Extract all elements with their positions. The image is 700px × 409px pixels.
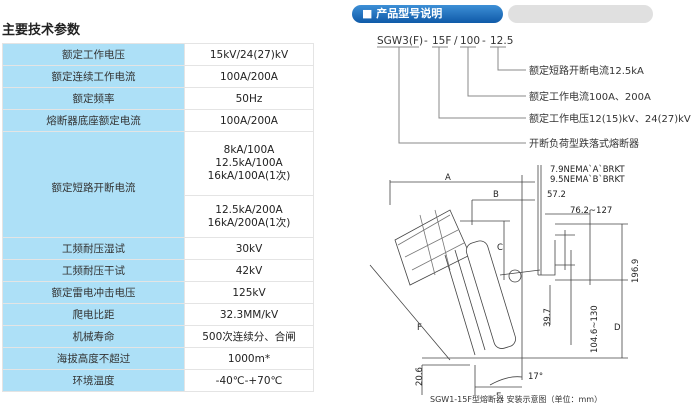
dim-F: F xyxy=(417,323,422,333)
dim-196-9: 196.9 xyxy=(631,259,641,283)
value-line: 8kA/100A xyxy=(223,144,275,156)
svg-text:-: - xyxy=(482,35,486,47)
specs-title: 主要技术参数 xyxy=(2,23,81,38)
dim-57-2: 57.2 xyxy=(547,190,566,200)
param-name: 海拔高度不超过 xyxy=(2,347,185,370)
param-name: 额定短路开断电流 xyxy=(2,131,185,238)
param-value: 32.3MM/kV xyxy=(184,303,314,326)
code-breaking: 12.5 xyxy=(490,35,513,47)
dim-20-6: 20.6 xyxy=(415,367,425,386)
param-value: -40℃-+70℃ xyxy=(184,369,314,392)
param-name: 工频耐压湿试 xyxy=(2,237,185,260)
param-value: 50Hz xyxy=(184,87,314,110)
desc-rated-voltage: 额定工作电压12(15)kV、24(27)kV xyxy=(529,112,691,125)
value-line: 12.5kA/100A xyxy=(215,157,283,169)
bracket-b-label: 9.5NEMA`B`BRKT xyxy=(550,174,625,185)
param-name: 额定频率 xyxy=(2,87,185,110)
param-name: 机械寿命 xyxy=(2,325,185,348)
bracket-a-label: 7.9NEMA`A`BRKT xyxy=(550,164,625,175)
param-name: 环境温度 xyxy=(2,369,185,392)
code-current: 100 xyxy=(460,35,480,47)
param-value: 100A/200A xyxy=(184,65,314,88)
code-voltage: 15F xyxy=(432,35,451,47)
dimension-labels: A B C D E F 7.9NEMA`A`BRKT 9.5NEMA`B`BRK… xyxy=(415,164,641,395)
fuse-drawing xyxy=(369,165,628,395)
dim-D: D xyxy=(614,323,621,333)
param-name: 熔断器底座额定电流 xyxy=(2,109,185,132)
decorative-pill xyxy=(508,5,653,23)
param-name: 爬电比距 xyxy=(2,303,185,326)
value-line: 16kA/100A(1次) xyxy=(207,170,291,182)
dim-39-7: 39.7 xyxy=(543,308,553,327)
dim-104-6-130: 104.6~130 xyxy=(590,305,600,353)
diagram-caption: SGW1-15F型熔断器 安装示意图（单位：mm） xyxy=(430,395,603,404)
model-section-banner: ■ 产品型号说明 xyxy=(352,5,503,23)
desc-product-type: 开断负荷型跌落式熔断器 xyxy=(529,137,639,150)
angle-17: 17° xyxy=(528,372,543,382)
param-value: 1000m* xyxy=(184,347,314,370)
desc-rated-current: 额定工作电流100A、200A xyxy=(529,90,651,103)
param-value: 125kV xyxy=(184,281,314,304)
model-code: SGW3(F) - 15F / 100 - 12.5 xyxy=(377,35,513,47)
dim-A: A xyxy=(445,173,451,183)
param-value: 15kV/24(27)kV xyxy=(184,43,314,66)
param-name: 额定连续工作电流 xyxy=(2,65,185,88)
code-series: SGW3(F) xyxy=(377,35,423,47)
table-row: 环境温度-40℃-+70℃ xyxy=(2,369,314,392)
param-value: 42kV xyxy=(184,259,314,282)
desc-breaking-current: 额定短路开断电流12.5kA xyxy=(529,64,644,77)
param-name: 工频耐压干试 xyxy=(2,259,185,282)
dim-B: B xyxy=(493,190,499,200)
param-name: 额定雷电冲击电压 xyxy=(2,281,185,304)
model-and-installation-diagram: SGW3(F) - 15F / 100 - 12.5 额定短路开断电流12.5k… xyxy=(369,35,691,395)
svg-text:/: / xyxy=(454,35,458,47)
value-line: 12.5kA/200A xyxy=(215,203,283,216)
param-value: 30kV xyxy=(184,237,314,260)
value-line: 16kA/200A(1次) xyxy=(207,216,291,229)
param-value: 100A/200A xyxy=(184,109,314,132)
dim-76-2-127: 76.2~127 xyxy=(570,206,612,216)
param-name: 额定工作电压 xyxy=(2,43,185,66)
param-value: 500次连续分、合闸 xyxy=(184,325,314,348)
dim-E: E xyxy=(496,392,501,395)
svg-text:-: - xyxy=(424,35,428,47)
dim-C: C xyxy=(497,243,503,253)
